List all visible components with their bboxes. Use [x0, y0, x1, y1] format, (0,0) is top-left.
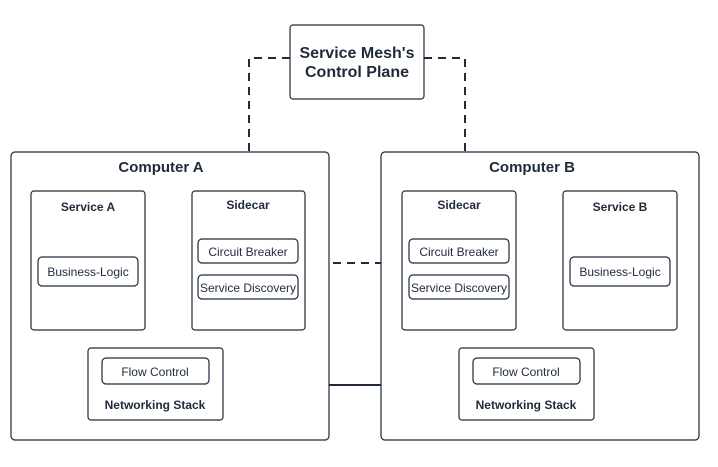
computer-b: Computer B Sidecar Circuit Breaker Servi… — [380, 151, 700, 441]
control-plane-link-a — [248, 57, 290, 191]
sidecar-b-circuit-breaker: Circuit Breaker — [419, 245, 498, 259]
sidecar-a-circuit-breaker: Circuit Breaker — [208, 245, 287, 259]
networking-stack-b-title: Networking Stack — [476, 398, 577, 412]
computer-b-title: Computer B — [489, 159, 575, 176]
computer-a-title: Computer A — [118, 159, 203, 176]
networking-stack-a-box: Flow Control Networking Stack — [87, 347, 224, 421]
service-a-box: Service A Business-Logic — [30, 190, 146, 331]
service-b-box: Service B Business-Logic — [562, 190, 678, 331]
networking-stack-a-flow-control: Flow Control — [121, 365, 188, 379]
networking-stack-a-title: Networking Stack — [105, 398, 206, 412]
sidecar-b-service-discovery: Service Discovery — [411, 281, 507, 295]
sidecar-a-service-discovery: Service Discovery — [200, 281, 296, 295]
networking-stack-b-flow-control: Flow Control — [492, 365, 559, 379]
service-b-title: Service B — [593, 200, 648, 214]
control-plane-box: Service Mesh's Control Plane — [289, 24, 425, 100]
sidecar-a-box: Sidecar Circuit Breaker Service Discover… — [191, 190, 306, 331]
service-b-business-logic: Business-Logic — [579, 265, 660, 279]
control-plane-title-line1: Service Mesh's — [300, 45, 415, 62]
networking-stack-b-box: Flow Control Networking Stack — [458, 347, 595, 421]
control-plane-title-line2: Control Plane — [305, 64, 409, 81]
service-a-title: Service A — [61, 200, 116, 214]
service-a-business-logic: Business-Logic — [47, 265, 128, 279]
sidecar-b-box: Sidecar Circuit Breaker Service Discover… — [401, 190, 517, 331]
sidecar-b-title: Sidecar — [437, 198, 481, 212]
sidecar-a-title: Sidecar — [226, 198, 270, 212]
computer-a: Computer A Service A Business-Logic Side… — [10, 151, 330, 441]
control-plane-link-b — [424, 57, 466, 191]
